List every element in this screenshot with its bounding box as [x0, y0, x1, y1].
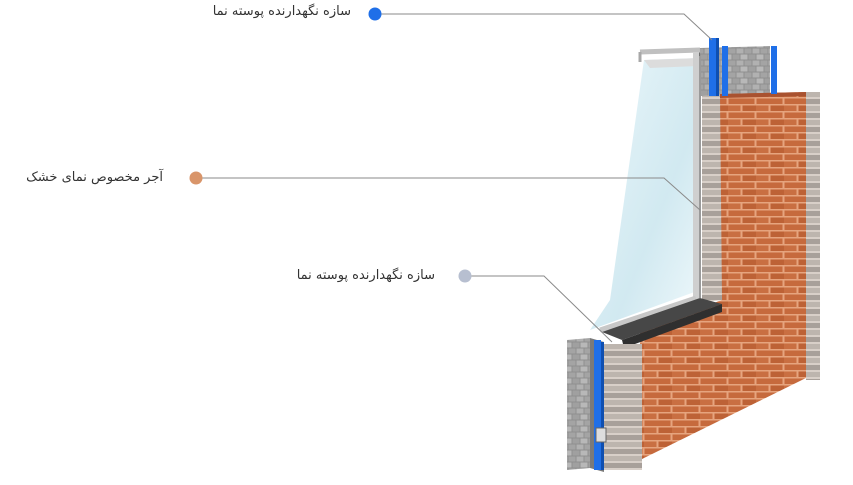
lower-rails	[595, 344, 642, 470]
window-frame	[599, 47, 701, 333]
callout-dot-1	[368, 7, 382, 21]
callout-label-2: آجر مخصوص نمای خشک	[26, 170, 163, 185]
leader-line-3	[466, 275, 613, 343]
callout-label-1: سازه نگهدارنده پوسته نما	[212, 4, 351, 19]
leader-line-1	[380, 13, 713, 41]
lower-steel-profile	[594, 340, 604, 470]
top-steel-profiles	[709, 38, 777, 96]
brick-jamb	[702, 94, 724, 302]
right-edge-rails	[806, 92, 820, 380]
callout-dot-2	[189, 171, 203, 185]
callout-dot-3	[458, 269, 472, 283]
callout-label-3: سازه نگهدارنده پوسته نما	[296, 268, 435, 283]
leader-line-2	[198, 177, 701, 211]
window-glass	[590, 58, 700, 330]
brick-facade	[640, 92, 808, 460]
leader-lines	[198, 13, 713, 343]
window-sill	[602, 298, 722, 348]
upper-block-wall	[696, 46, 770, 98]
